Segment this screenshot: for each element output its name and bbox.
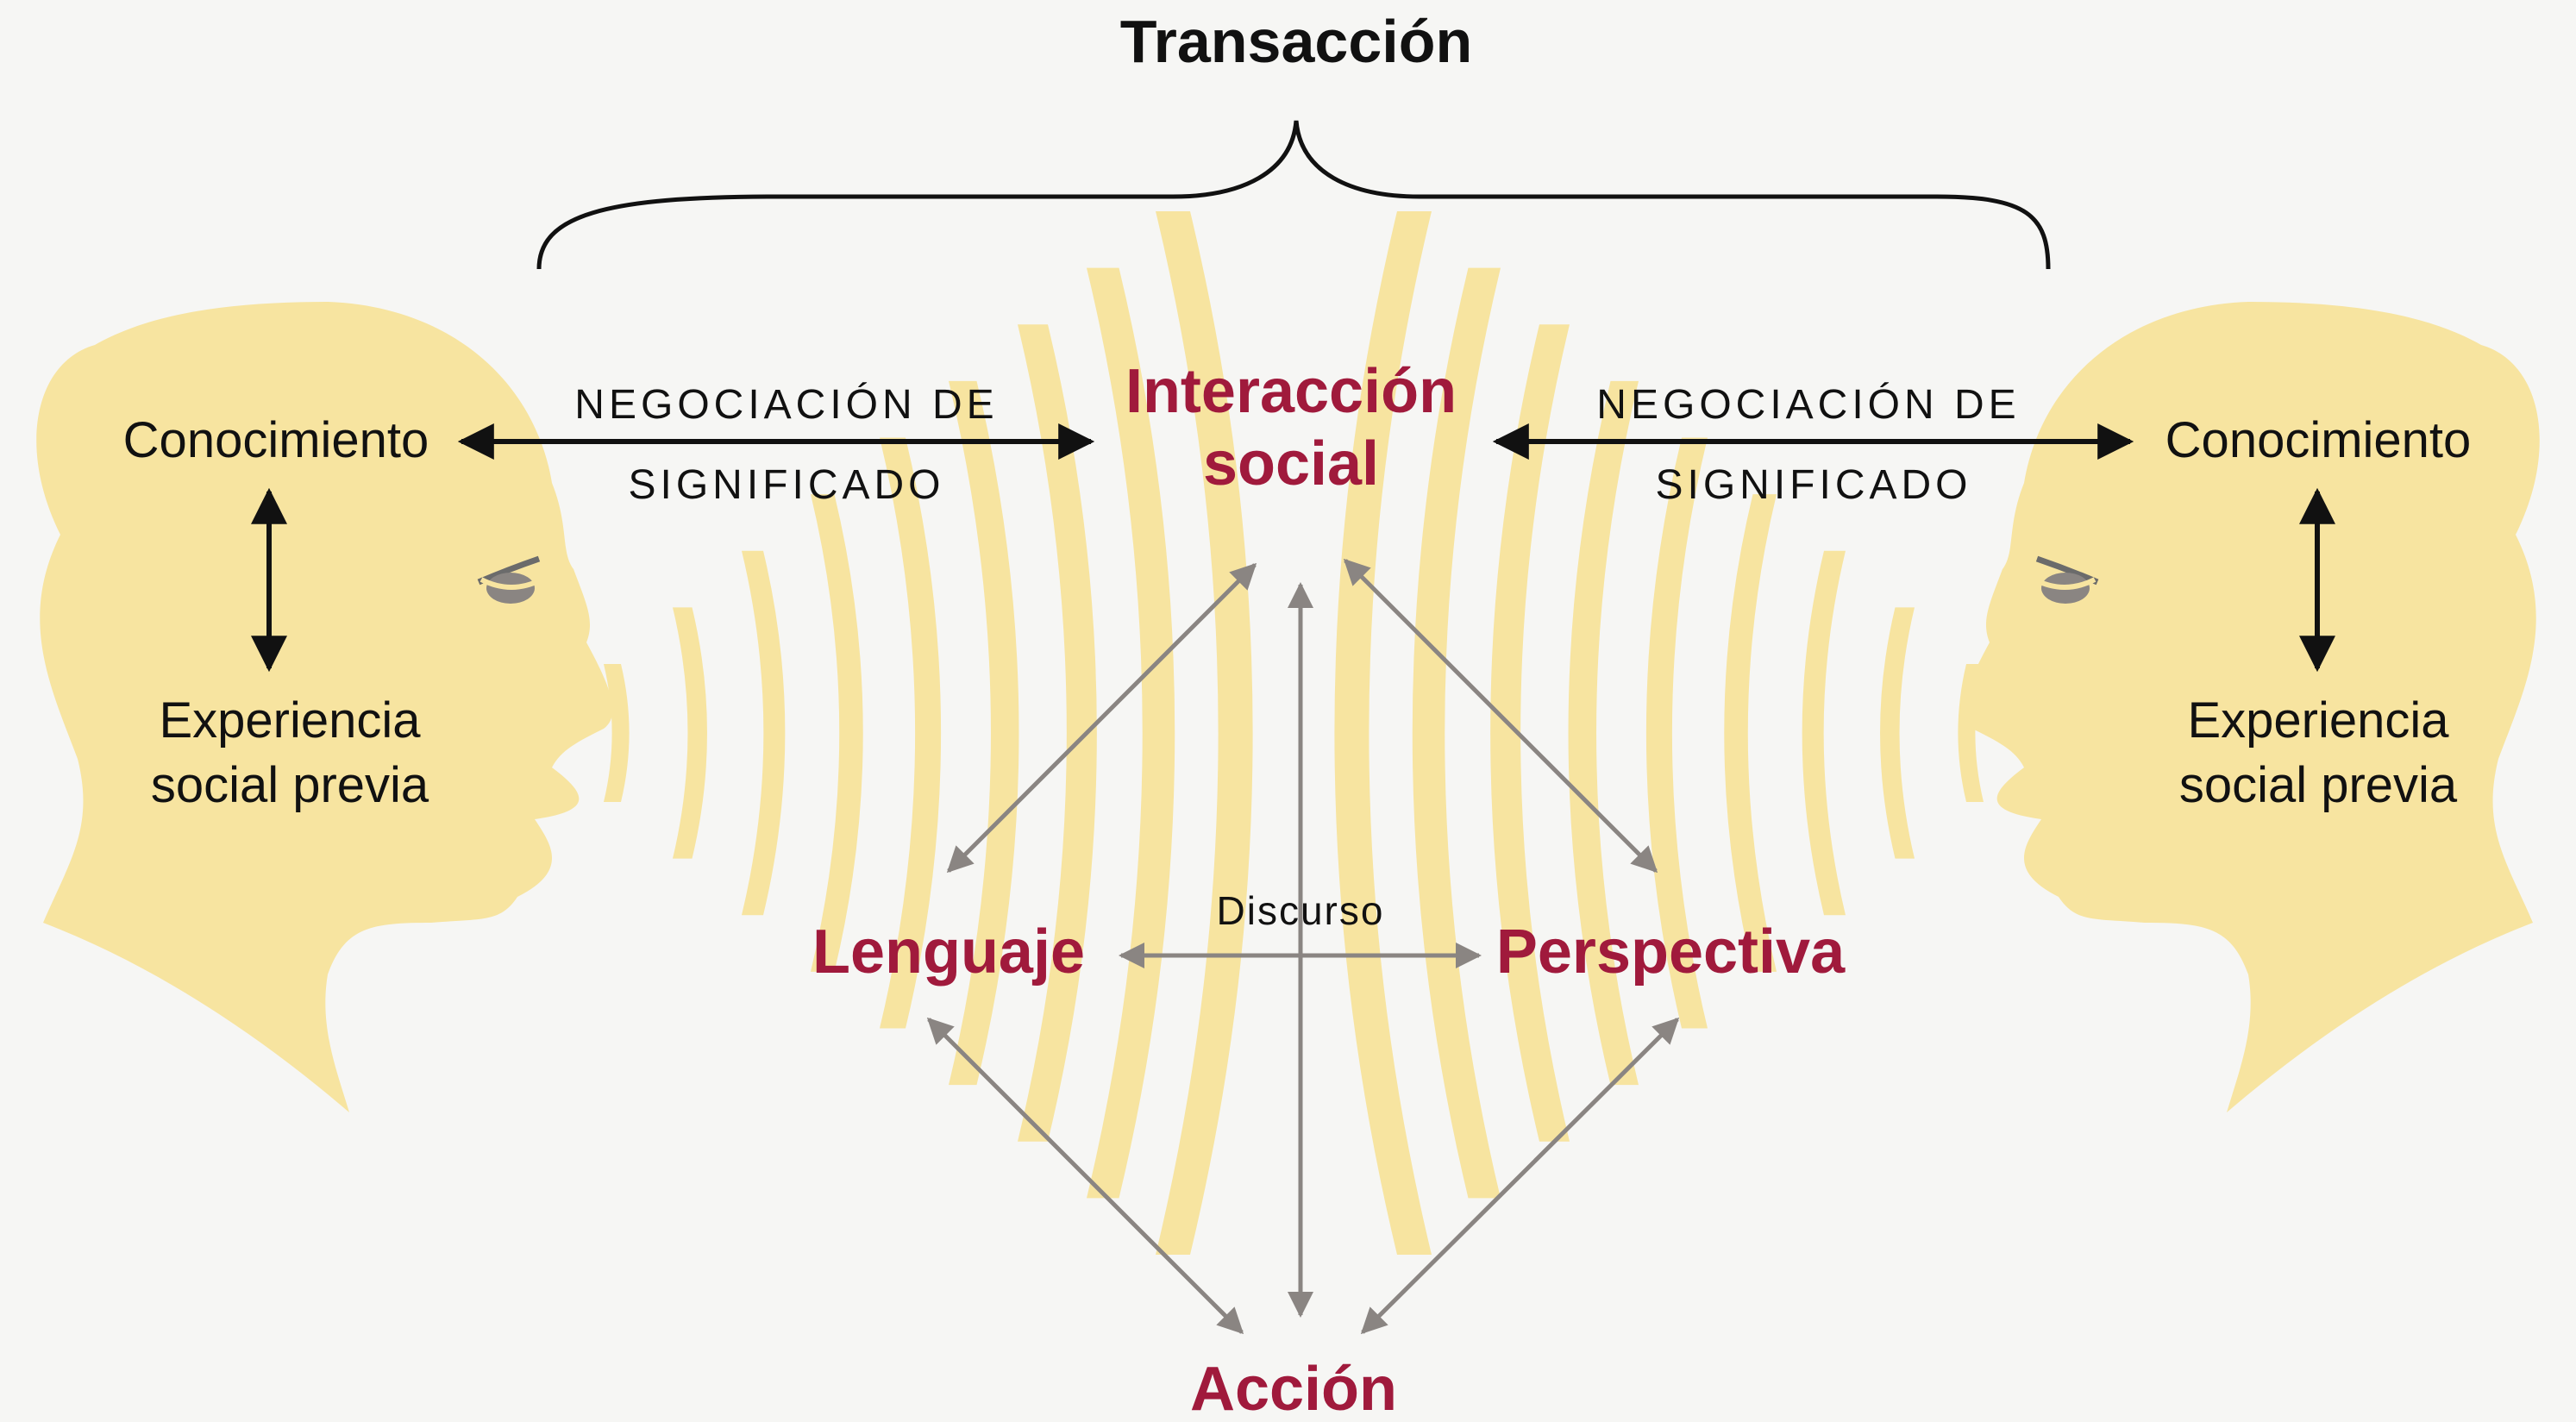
interaction-node-line2: social (1203, 429, 1379, 498)
discourse-label: Discurso (1217, 888, 1385, 933)
language-node: Lenguaje (812, 918, 1085, 987)
transaction-title: Transacción (1120, 8, 1473, 75)
right-head-silhouette (1963, 302, 2540, 1112)
left-experience-line2: social previa (151, 757, 429, 813)
left-negotiation-line1: NEGOCIACIÓN DE (574, 381, 998, 428)
language-action-arrow (926, 1017, 1244, 1335)
left-wave-band (673, 607, 707, 859)
right-wave-band (1334, 211, 1432, 1255)
right-wave-band (1568, 380, 1639, 1086)
perspective-action-arrow (1360, 1017, 1680, 1335)
left-wave-band (811, 494, 863, 972)
left-wave-band (742, 550, 786, 916)
right-wave-band (1958, 664, 1984, 802)
left-experience-line1: Experiencia (159, 692, 421, 749)
left-wave-band (880, 437, 942, 1029)
left-wave-band (949, 380, 1019, 1086)
action-node: Acción (1190, 1355, 1397, 1422)
perspective-node: Perspectiva (1496, 918, 1846, 987)
right-eye-icon (2033, 555, 2099, 604)
right-wave-band (1490, 324, 1570, 1142)
transaction-brace (536, 120, 2051, 270)
right-wave-band (1724, 494, 1777, 972)
right-negotiation-line1: NEGOCIACIÓN DE (1596, 381, 2020, 428)
left-eye-icon (477, 555, 543, 604)
right-knowledge-label: Conocimiento (2165, 412, 2472, 468)
right-negotiation-line2: SIGNIFICADO (1655, 462, 1971, 508)
right-wave-band (1802, 550, 1846, 916)
left-wave-band (1018, 324, 1097, 1142)
left-knowledge-label: Conocimiento (123, 412, 429, 468)
right-experience-line1: Experiencia (2187, 692, 2449, 749)
right-wave-band (1645, 437, 1708, 1029)
right-wave-band (1880, 607, 1915, 859)
left-wave-band (604, 664, 630, 802)
interaction-perspective-arrow (1343, 558, 1658, 874)
left-wave-band (1156, 211, 1253, 1255)
right-experience-line2: social previa (2179, 757, 2458, 813)
left-negotiation-line2: SIGNIFICADO (628, 462, 944, 508)
left-head-silhouette (36, 302, 613, 1112)
interaction-language-arrow (946, 562, 1257, 874)
interaction-node-line1: Interacción (1125, 357, 1457, 426)
